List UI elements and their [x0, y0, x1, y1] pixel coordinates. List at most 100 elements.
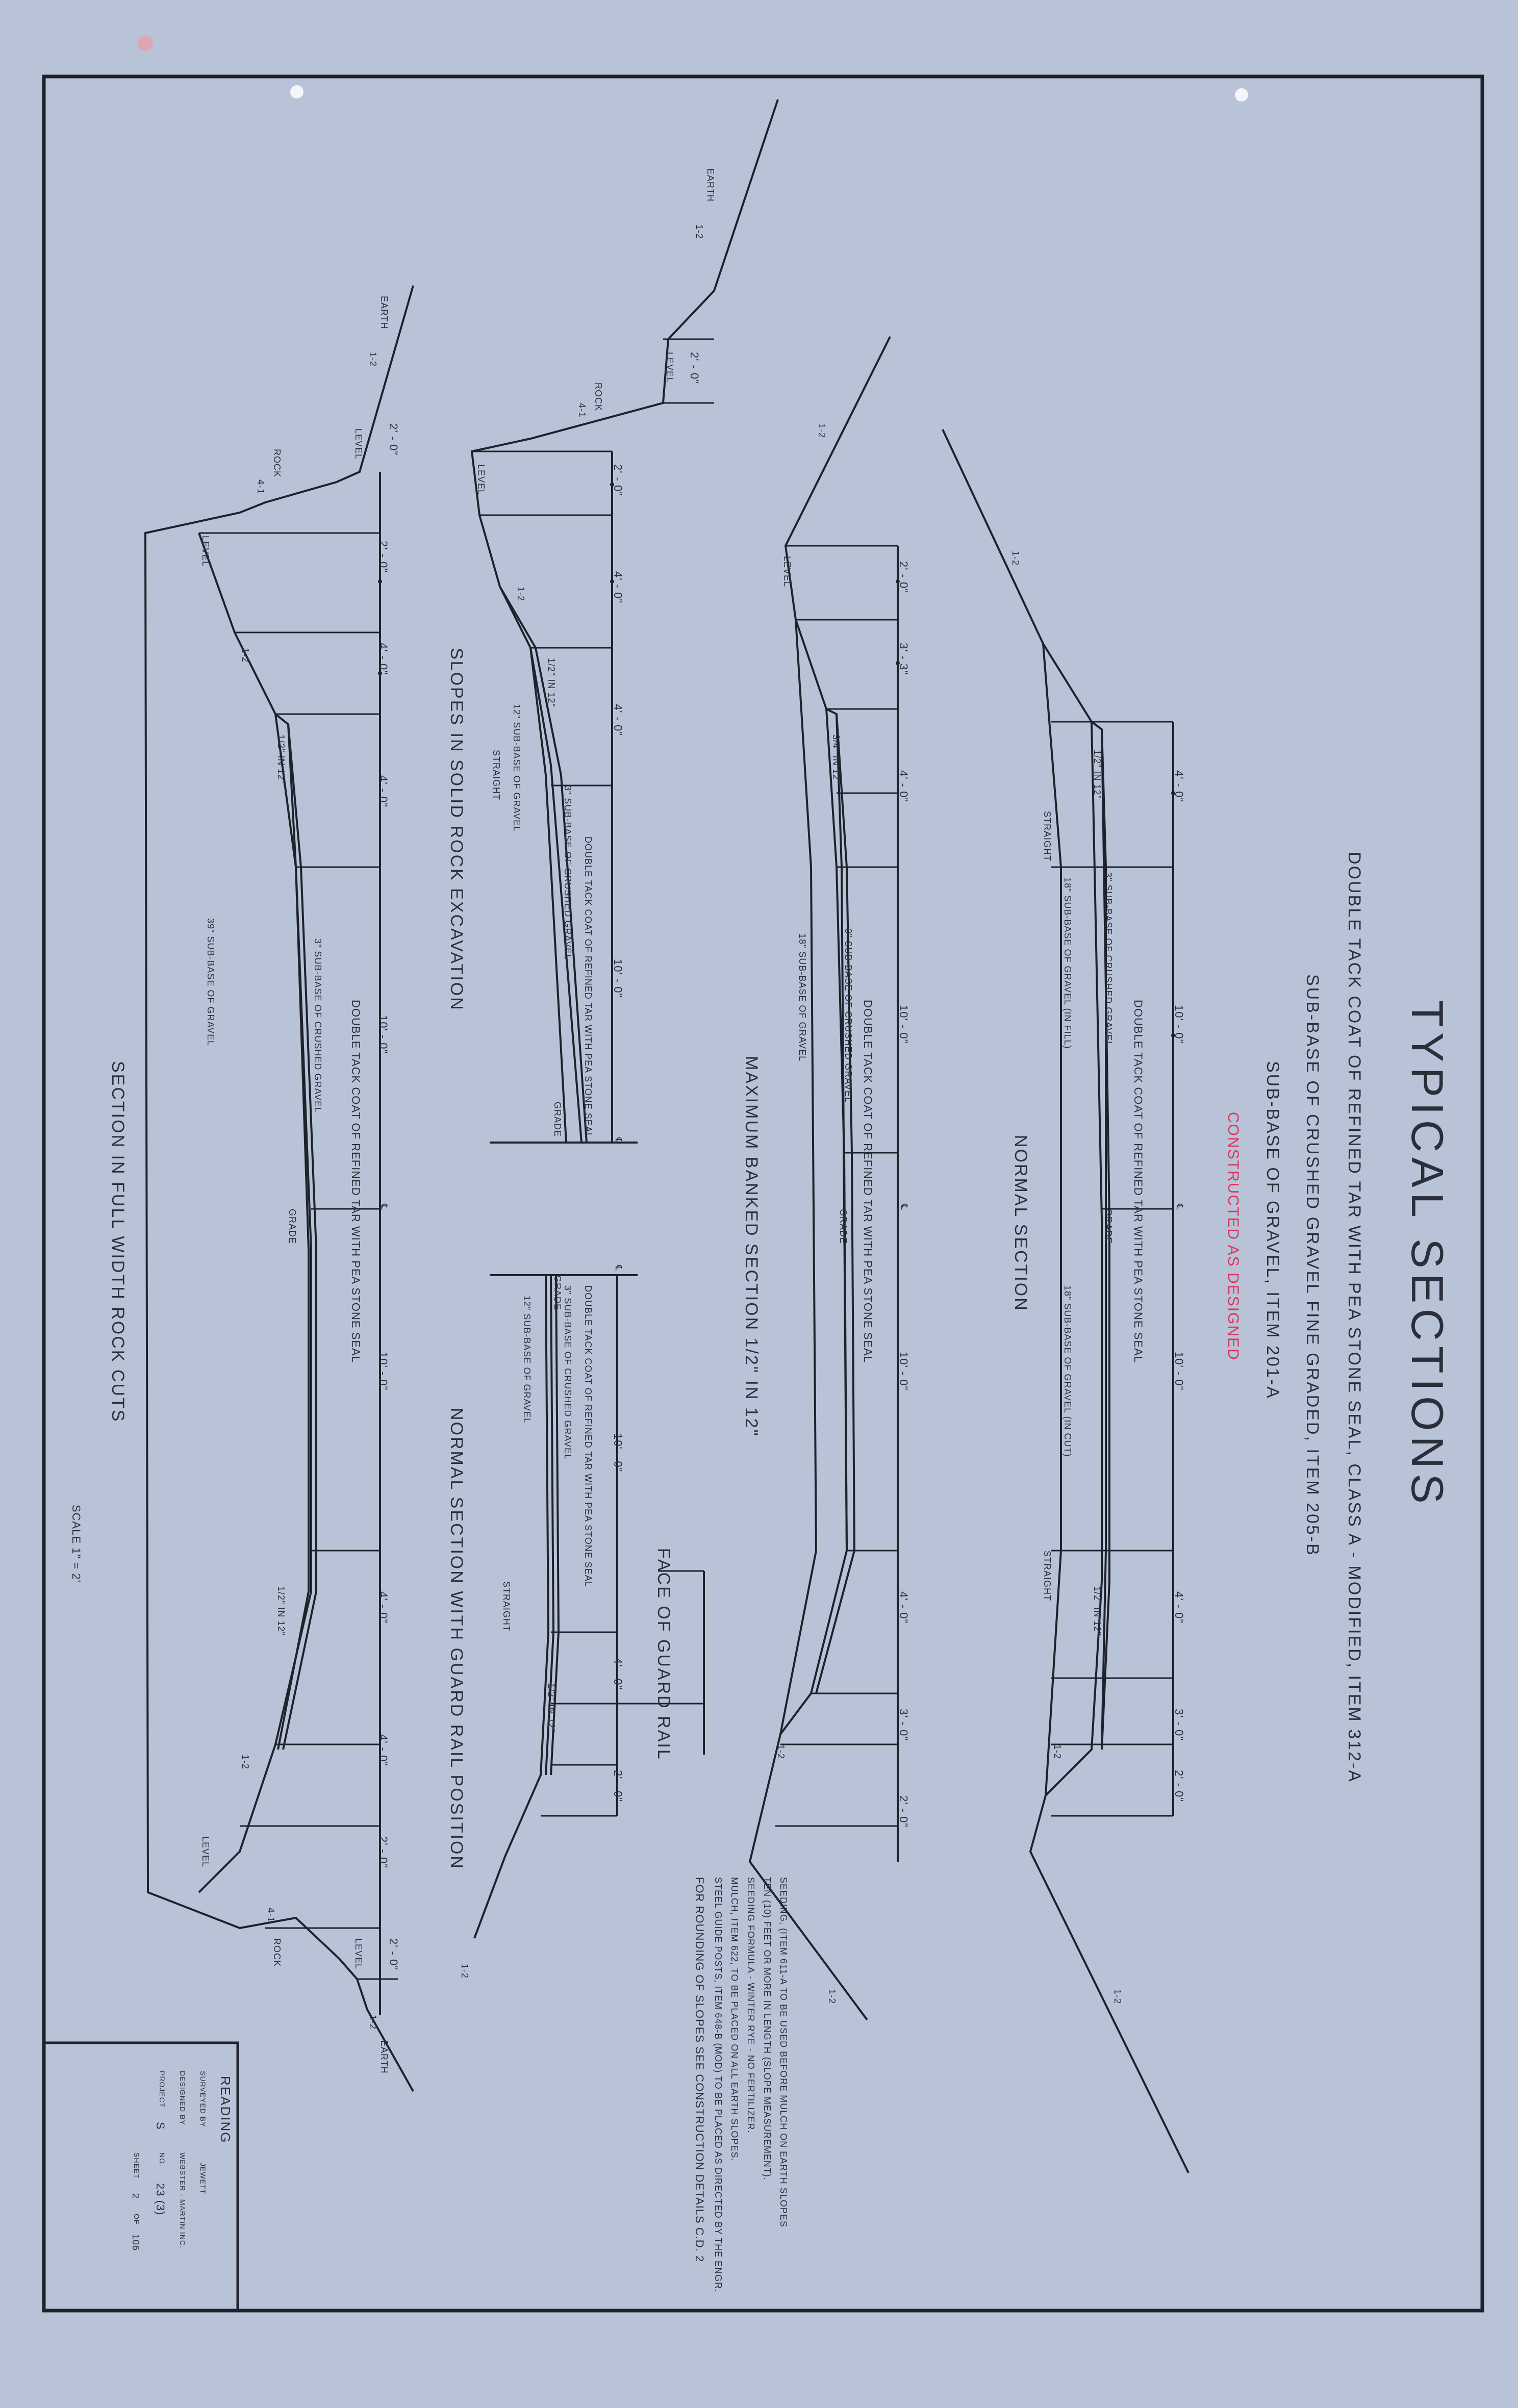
- label-level-fw-2: LEVEL: [200, 1836, 211, 1868]
- label-level-rock: LEVEL: [476, 464, 486, 496]
- dim-gr-4: 4' - 0": [612, 1658, 624, 1690]
- label-crushed-banked: 3" SUB-BASE OF CRUSHED GRAVEL: [843, 928, 853, 1103]
- label-slope-rock: 1-2: [694, 224, 704, 240]
- label-slope-gr: 1-2: [460, 1964, 470, 1979]
- dim-banked-10-2: 10' - 0": [897, 1352, 910, 1391]
- sheet-no: 2: [131, 2193, 141, 2199]
- subtitle-crushed-gravel: SUB-BASE OF CRUSHED GRAVEL FINE GRADED, …: [1303, 974, 1322, 1557]
- label-rock-fw-1: ROCK: [272, 449, 282, 478]
- dim-gr-2: 2' - 0": [612, 1770, 624, 1803]
- label-level-rock-2: LEVEL: [665, 352, 675, 384]
- scale-note: SCALE 1" = 2': [70, 1505, 83, 1583]
- punch-hole-left: [290, 85, 303, 98]
- surveyed-by: JEWETT: [199, 2163, 207, 2194]
- label-crushed: 3" SUB-BASE OF CRUSHED GRAVEL: [1103, 872, 1114, 1047]
- dim-fw-2b: 2' - 0": [377, 541, 390, 573]
- label-gravel39-fw: 39" SUB-BASE OF GRAVEL: [206, 918, 216, 1047]
- label-slope-34: 3/4" IN 12": [831, 734, 841, 784]
- dim-normal-2: 2' - 0": [1173, 1770, 1185, 1803]
- sheet-title: TYPICAL SECTIONS: [1402, 1000, 1453, 1509]
- note-5: STEEL GUIDE POSTS, ITEM 648-B (MOD) TO B…: [713, 1877, 723, 2293]
- label-straight-rock: STRAIGHT: [491, 750, 501, 801]
- constructed-stamp: CONSTRUCTED AS DESIGNED: [1225, 1112, 1242, 1361]
- label-earth-1: EARTH: [705, 168, 716, 202]
- label-level-fw-4: LEVEL: [353, 1938, 364, 1970]
- label-slope-rock-half: 1/2" IN 12": [546, 658, 556, 707]
- label-slope-rock-41: 4-1: [577, 403, 587, 418]
- project-no: 23 (3): [154, 2183, 167, 2216]
- label-rock-1: ROCK: [593, 383, 603, 412]
- note-6: FOR ROUNDING OF SLOPES SEE CONSTRUCTION …: [693, 1877, 706, 2263]
- label-crushed-rock: 3" SUB-BASE OF CRUSHED GRAVEL: [563, 785, 573, 960]
- dim-banked-4-2: 4' - 0": [897, 1591, 910, 1624]
- sheet-total: 106: [131, 2234, 141, 2251]
- label-cl-gr: ℄: [614, 1265, 624, 1272]
- sheet-label: SHEET: [133, 2152, 141, 2179]
- dim-banked-3-3: 3' - 3": [897, 643, 910, 675]
- designed-label: DESIGNED BY: [179, 2071, 187, 2125]
- note-1: SEEDING, (ITEM 611-A TO BE USED BEFORE M…: [778, 1877, 789, 2227]
- dim-banked-2-1: 2' - 0": [897, 561, 910, 594]
- note-4: MULCH, ITEM 622, TO BE PLACED ON ALL EAR…: [729, 1877, 740, 2162]
- dim-banked-10-1: 10' - 0": [897, 1005, 910, 1044]
- dimension-ticks: [378, 483, 1175, 1037]
- label-slope-normal-2: 1-2: [1052, 1744, 1062, 1760]
- dim-fw-4a: 4' - 0": [377, 643, 390, 675]
- dim-normal-4-1: 4' - 0": [1173, 770, 1185, 803]
- caption-guard-rail-section: NORMAL SECTION WITH GUARD RAIL POSITION: [447, 1408, 466, 1870]
- surveyed-label: SURVEYED BY: [199, 2071, 207, 2127]
- dim-banked-2-2: 2' - 0": [897, 1795, 910, 1828]
- label-gravel12-gr: 12" SUB-BASE OF GRAVEL: [522, 1296, 532, 1424]
- label-rock-fw-2: ROCK: [272, 1938, 282, 1967]
- dim-normal-10-1: 10' - 0": [1173, 1005, 1185, 1044]
- label-straight: STRAIGHT: [1042, 811, 1052, 862]
- full-width-rock-profile: [144, 285, 414, 2092]
- caption-solid-rock: SLOPES IN SOLID ROCK EXCAVATION: [447, 648, 466, 1011]
- solid-rock-profile: [470, 99, 779, 1144]
- dim-fw-2a: 2' - 0": [387, 423, 400, 456]
- label-double-tack-fw: DOUBLE TACK COAT OF REFINED TAR WITH PEA…: [349, 1000, 362, 1363]
- dim-rock-4b: 4' - 0": [612, 704, 624, 737]
- label-gravel-cut: 18" SUB-BASE OF GRAVEL (IN CUT): [1062, 1285, 1073, 1457]
- label-straight-gr: STRAIGHT: [501, 1581, 512, 1632]
- caption-banked-section: MAXIMUM BANKED SECTION 1/2" IN 12": [742, 1056, 761, 1437]
- dim-rock-2: 2' - 0": [612, 464, 624, 497]
- caption-normal-section: NORMAL SECTION: [1011, 1135, 1030, 1312]
- label-cl-normal: ℄: [1175, 1204, 1185, 1210]
- caption-full-width: SECTION IN FULL WIDTH ROCK CUTS: [108, 1061, 128, 1423]
- label-double-tack-gr: DOUBLE TACK COAT OF REFINED TAR WITH PEA…: [583, 1285, 593, 1587]
- label-slope-banked-2: 1-2: [776, 1744, 786, 1760]
- project-label: PROJECT: [158, 2071, 166, 2108]
- subtitle-tack-coat: DOUBLE TACK COAT OF REFINED TAR WITH PEA…: [1345, 852, 1364, 1783]
- dim-fw-2d: 2' - 0": [387, 1938, 400, 1971]
- label-cl-fw: ℄: [379, 1204, 389, 1210]
- label-grade-gr: GRADE: [552, 1275, 563, 1311]
- dim-fw-4c: 4' - 0": [377, 1591, 390, 1624]
- dim-rock-2b: 2' - 0": [688, 352, 701, 385]
- label-slope-half: 1/2" IN 12": [1092, 750, 1102, 799]
- designed-by: WEBSTER - MARTIN INC.: [179, 2152, 187, 2248]
- label-crushed-gr: 3" SUB-BASE OF CRUSHED GRAVEL: [563, 1285, 573, 1460]
- label-slope-normal-3: 1-2: [1112, 1989, 1123, 2005]
- label-earth-fw-2: EARTH: [379, 2040, 389, 2074]
- dim-normal-4-2: 4' - 0": [1173, 1591, 1185, 1624]
- project-s: S: [154, 2122, 167, 2130]
- dim-fw-4b: 4' - 0": [377, 775, 390, 808]
- label-crushed-fw: 3" SUB-BASE OF CRUSHED GRAVEL: [313, 939, 323, 1113]
- label-slope-fw-12a: 1-2: [368, 352, 378, 367]
- label-slope-fw-12b: 1-2: [240, 648, 250, 663]
- label-slope-half-2: 1/2" IN 12": [1092, 1586, 1102, 1636]
- normal-section-profile: [942, 429, 1190, 2173]
- title-block-town: READING: [218, 2076, 233, 2144]
- label-slope-fw-12d: 1-2: [368, 2015, 378, 2030]
- dim-banked-4-1: 4' - 0": [897, 770, 910, 803]
- label-slope-fw-41a: 4-1: [256, 479, 266, 495]
- label-slope-fw-half-2: 1/2" IN 12": [276, 1586, 286, 1636]
- label-earth-fw-1: EARTH: [379, 296, 389, 329]
- label-grade-fw: GRADE: [287, 1209, 297, 1245]
- dim-normal-10-2: 10' - 0": [1173, 1352, 1185, 1391]
- dim-rock-4: 4' - 0": [612, 571, 624, 604]
- dim-fw-10a: 10' - 0": [377, 1015, 390, 1054]
